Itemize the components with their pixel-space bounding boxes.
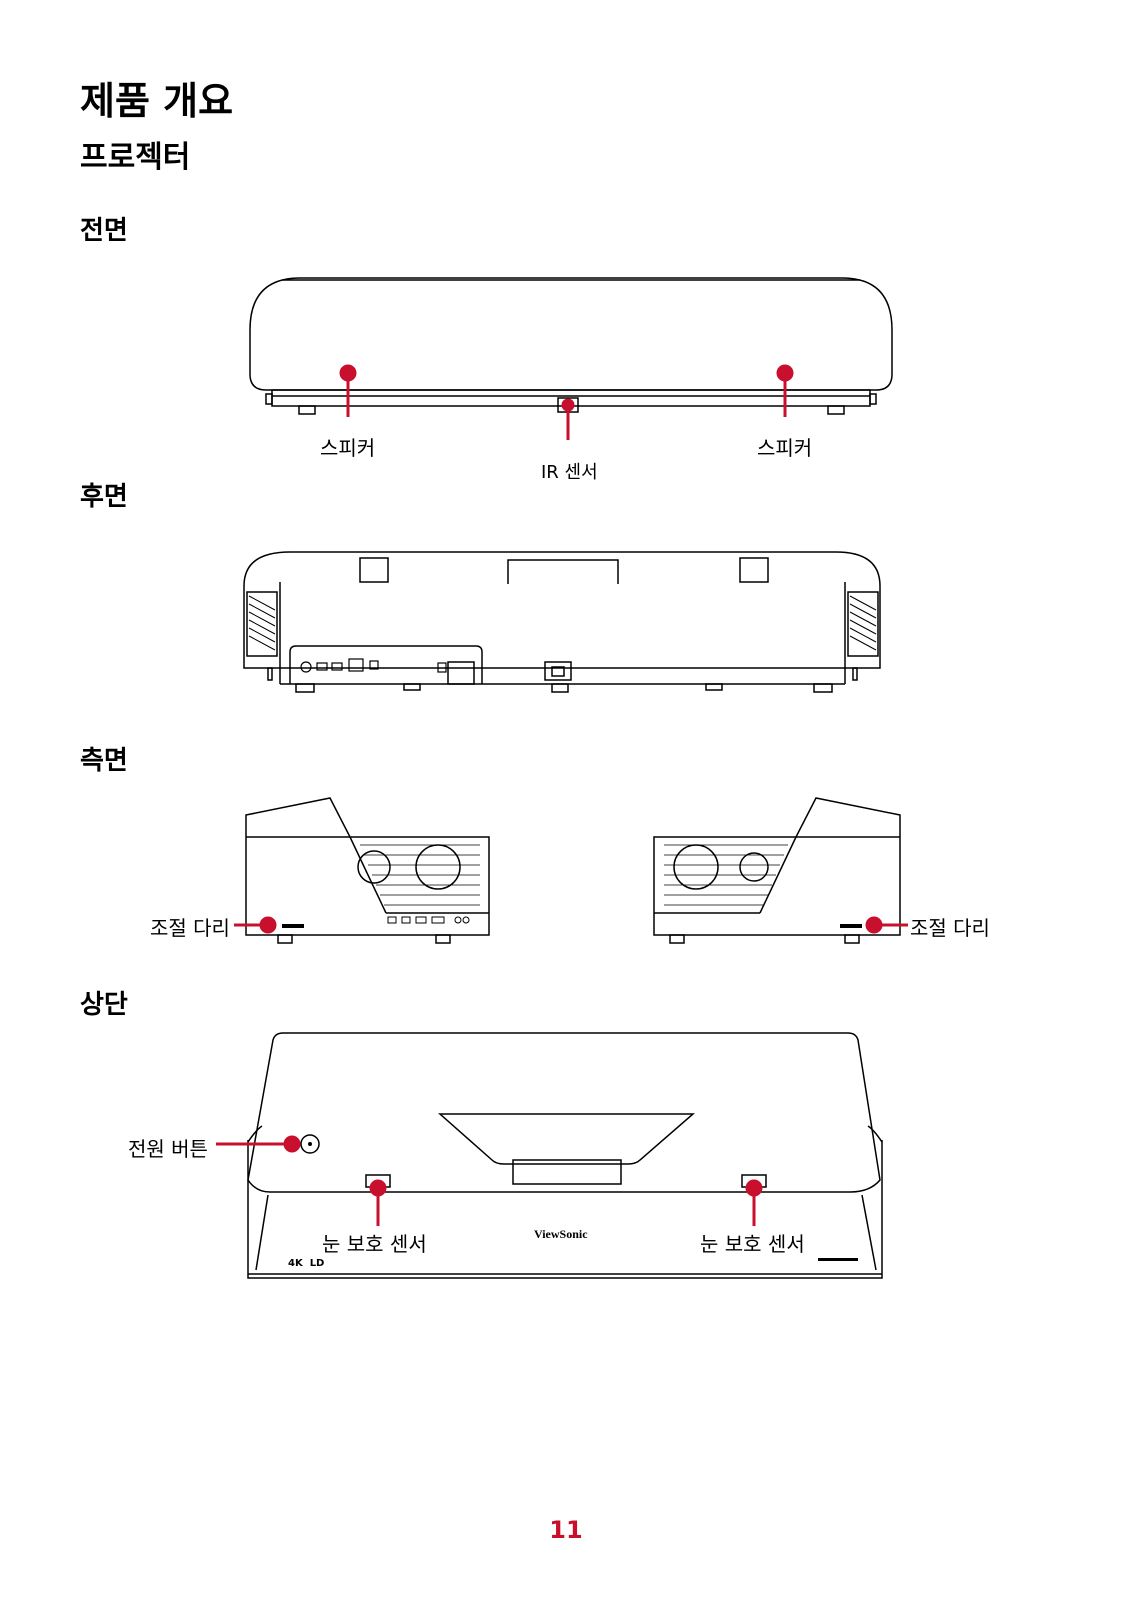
side-view-diagram (234, 797, 908, 944)
rear-heading: 후면 (80, 482, 128, 512)
side-heading: 측면 (80, 746, 128, 776)
brand-logo: ViewSonic (534, 1227, 588, 1241)
top-heading: 상단 (80, 990, 128, 1020)
adjust-foot-left-label: 조절 다리 (150, 916, 230, 940)
speaker-right-label: 스피커 (757, 436, 813, 460)
speaker-left-label: 스피커 (320, 436, 376, 460)
eye-sensor-left-label: 눈 보호 센서 (322, 1232, 427, 1256)
eye-sensor-right-label: 눈 보호 센서 (700, 1232, 805, 1256)
ir-sensor-label: IR 센서 (541, 462, 598, 483)
power-button-label: 전원 버튼 (128, 1137, 208, 1161)
badge-4k: 4K LD (288, 1258, 325, 1269)
front-heading: 전면 (80, 216, 128, 246)
page-title: 제품 개요 (80, 79, 234, 123)
rear-view-diagram (243, 551, 881, 693)
front-view-diagram (249, 277, 893, 440)
section-title: 프로젝터 (80, 140, 191, 175)
page-number: 11 (549, 1516, 583, 1544)
adjust-foot-right-label: 조절 다리 (910, 916, 990, 940)
top-view-diagram (216, 1032, 883, 1279)
